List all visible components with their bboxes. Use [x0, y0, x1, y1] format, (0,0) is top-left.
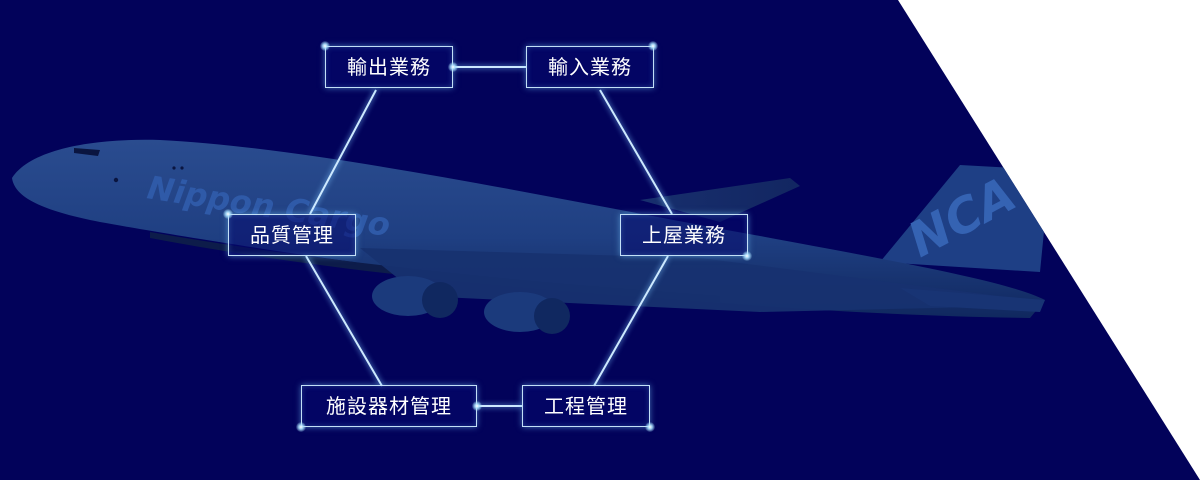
cockpit-window [74, 148, 100, 156]
connector [593, 255, 669, 387]
connector [599, 89, 673, 215]
tail-fin [880, 165, 1050, 272]
process-management-button[interactable]: 工程管理 [522, 385, 650, 427]
export-operations-button[interactable]: 輸出業務 [325, 46, 453, 88]
connector [309, 89, 377, 215]
quality-management-button[interactable]: 品質管理 [228, 214, 356, 256]
import-operations-button[interactable]: 輸入業務 [526, 46, 654, 88]
connector [305, 255, 383, 387]
stabilizer [900, 288, 1045, 312]
warehouse-operations-button[interactable]: 上屋業務 [620, 214, 748, 256]
facility-equipment-management-button[interactable]: 施設器材管理 [301, 385, 477, 427]
far-wing [640, 178, 800, 222]
